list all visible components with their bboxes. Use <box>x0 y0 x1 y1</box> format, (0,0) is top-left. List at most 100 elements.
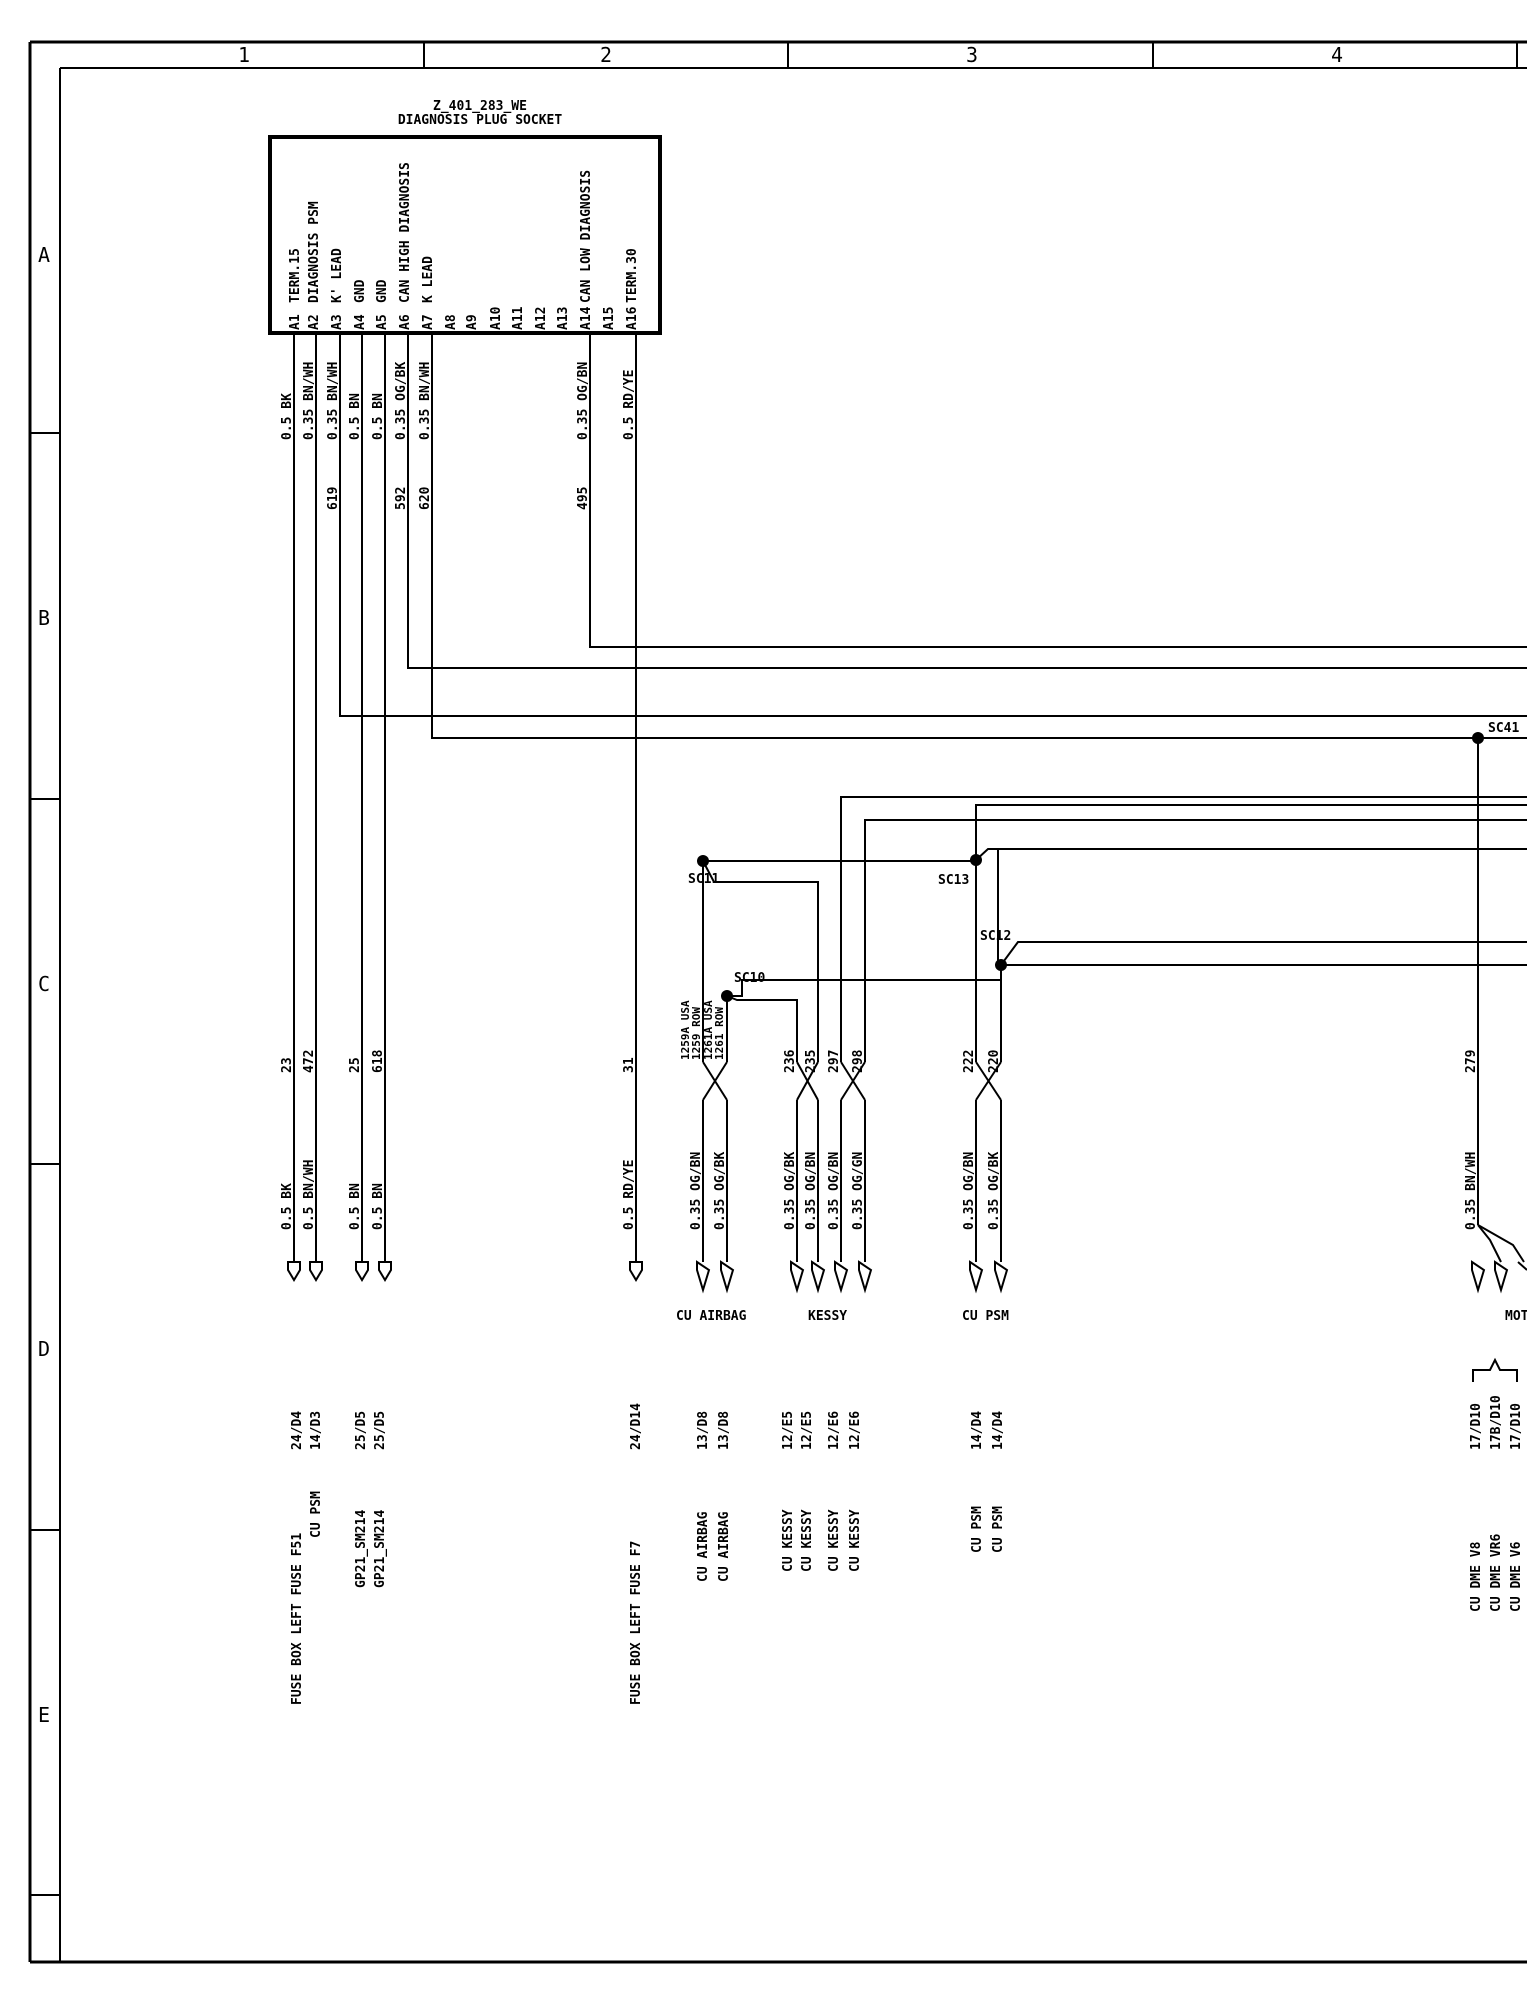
wire-color: 0.35 OG/BN <box>962 1152 977 1230</box>
ref-label: 25/D5 <box>373 1411 388 1450</box>
destination-label: CU DME VR6 <box>1489 1534 1504 1612</box>
circuit-number: 25 <box>348 1057 363 1073</box>
column-label-2: 2 <box>600 43 612 67</box>
wire-color: 0.35 OG/BN <box>576 362 591 440</box>
ref-label: 25/D5 <box>354 1411 369 1450</box>
wire-color: 0.5 BN <box>371 393 386 440</box>
circuit-number: 23 <box>280 1057 295 1073</box>
pin-a4: A4 <box>353 314 368 330</box>
wire-color: 0.35 OG/BK <box>783 1152 798 1230</box>
splice-sc10: SC10 <box>734 971 765 986</box>
wire-color: 0.5 RD/YE <box>622 1160 637 1230</box>
upper-wire-labels: 0.5 BK 0.35 BN/WH 0.35 BN/WH 0.5 BN 0.5 … <box>280 362 637 510</box>
row-label-c: C <box>38 972 50 996</box>
pin-a10: A10 <box>489 306 504 330</box>
row-label-d: D <box>38 1337 50 1361</box>
circuit-number: 236 <box>783 1049 798 1073</box>
destination-label: GP21_SM214 <box>354 1510 369 1588</box>
frame <box>28 40 1527 1964</box>
pin-a16-label: TERM.30 <box>625 248 640 303</box>
destination-label: FUSE BOX LEFT FUSE F51 <box>290 1533 305 1705</box>
circuit-number: 1259 ROW <box>690 1007 703 1060</box>
pin-a4-label: GND <box>353 279 368 303</box>
ref-label: 17/D10 <box>1469 1403 1484 1450</box>
destination-labels: FUSE BOX LEFT FUSE F51 CU PSM GP21_SM214… <box>290 1491 1524 1705</box>
column-label-4: 4 <box>1331 43 1343 67</box>
wire-color: 0.35 BN/WH <box>418 362 433 440</box>
ref-label: 14/D3 <box>309 1411 324 1450</box>
destination-label: CU DME V6 <box>1509 1541 1524 1612</box>
wire-color: 0.35 OG/GN <box>851 1152 866 1230</box>
pin-a2-label: DIAGNOSIS PSM <box>307 201 322 303</box>
destination-label: CU KESSY <box>848 1509 863 1572</box>
circuit-number: 235 <box>804 1050 819 1073</box>
ref-label: 24/D14 <box>629 1403 644 1450</box>
wire-color: 0.35 BN/WH <box>302 362 317 440</box>
pin-a15: A15 <box>602 307 617 330</box>
ref-label: 17B/D10 <box>1489 1395 1504 1450</box>
pin-a8: A8 <box>444 314 459 330</box>
wire-color: 0.35 OG/BK <box>713 1152 728 1230</box>
destination-label: CU AIRBAG <box>696 1511 711 1582</box>
circuit-number: 1259A USA <box>679 1000 692 1060</box>
circuit-number: 222 <box>962 1050 977 1073</box>
wire-color: 0.5 BN <box>371 1183 386 1230</box>
pin-a9: A9 <box>465 314 480 330</box>
row-label-b: B <box>38 606 50 630</box>
pin-a11: A11 <box>511 306 526 330</box>
pin-a2: A2 <box>307 314 322 330</box>
circuit-number: 495 <box>576 487 591 510</box>
twist-marks <box>702 1061 1002 1101</box>
row-label-e: E <box>38 1703 50 1727</box>
row-label-a: A <box>38 243 50 267</box>
connector-pins: A1 TERM.15 A2 DIAGNOSIS PSM A3 K' LEAD A… <box>288 162 640 330</box>
wire-color: 0.35 OG/BN <box>804 1152 819 1230</box>
wire-color: 0.5 BN/WH <box>302 1160 317 1230</box>
connector-name: DIAGNOSIS PLUG SOCKET <box>398 113 563 128</box>
reference-labels: 24/D4 14/D3 25/D5 25/D5 24/D14 13/D8 13/… <box>290 1395 1524 1450</box>
ref-label: 12/E5 <box>781 1411 796 1450</box>
pin-a13: A13 <box>556 307 571 330</box>
splice-sc13: SC13 <box>938 873 969 888</box>
wire-color: 0.35 OG/BN <box>827 1152 842 1230</box>
group-cu-airbag: CU AIRBAG <box>676 1309 747 1324</box>
pin-a1-label: TERM.15 <box>288 248 303 303</box>
ref-label: 24/D4 <box>290 1411 305 1450</box>
circuit-number: 1261 ROW <box>713 1007 726 1060</box>
splice-sc11: SC11 <box>688 872 719 887</box>
pin-a1: A1 <box>288 314 303 330</box>
ref-label: 12/E5 <box>800 1411 815 1450</box>
circuit-number: 220 <box>987 1049 1002 1073</box>
pin-a5: A5 <box>375 314 390 330</box>
wire-color: 0.35 OG/BN <box>689 1152 704 1230</box>
destination-label: CU PSM <box>309 1491 324 1538</box>
wire-color: 0.5 BK <box>280 1183 295 1230</box>
destination-label: CU KESSY <box>827 1509 842 1572</box>
group-mot: MOT <box>1505 1309 1527 1324</box>
splice-sc41: SC41 <box>1488 721 1519 736</box>
wire-color: 0.35 BN/WH <box>326 362 341 440</box>
ref-label: 13/D8 <box>696 1411 711 1450</box>
ref-label: 17/D10 <box>1509 1403 1524 1450</box>
pin-a12: A12 <box>534 307 549 330</box>
destination-label: CU KESSY <box>781 1509 796 1572</box>
pin-a14-label: CAN LOW DIAGNOSIS <box>579 170 594 303</box>
destination-label: GP21_SM214 <box>373 1510 388 1588</box>
ref-label: 12/E6 <box>848 1411 863 1450</box>
circuit-number: 620 <box>418 486 433 510</box>
destination-label: FUSE BOX LEFT FUSE F7 <box>629 1541 644 1705</box>
connector-part-number: Z_401_283_WE <box>433 99 527 114</box>
wire-color: 0.35 BN/WH <box>1464 1152 1479 1230</box>
lower-wire-colors: 0.5 BK 0.5 BN/WH 0.5 BN 0.5 BN 0.5 RD/YE… <box>280 1152 1479 1230</box>
circuit-number: 592 <box>394 487 409 510</box>
destination-label: CU AIRBAG <box>717 1511 732 1582</box>
circuit-number: 618 <box>371 1049 386 1073</box>
pin-a5-label: GND <box>375 279 390 303</box>
splice-points <box>697 732 1484 1002</box>
column-label-1: 1 <box>238 43 250 67</box>
pin-a14: A14 <box>579 306 594 330</box>
ref-label: 14/D4 <box>970 1411 985 1450</box>
wires <box>293 333 1527 1262</box>
destination-label: CU DME V8 <box>1469 1541 1484 1612</box>
